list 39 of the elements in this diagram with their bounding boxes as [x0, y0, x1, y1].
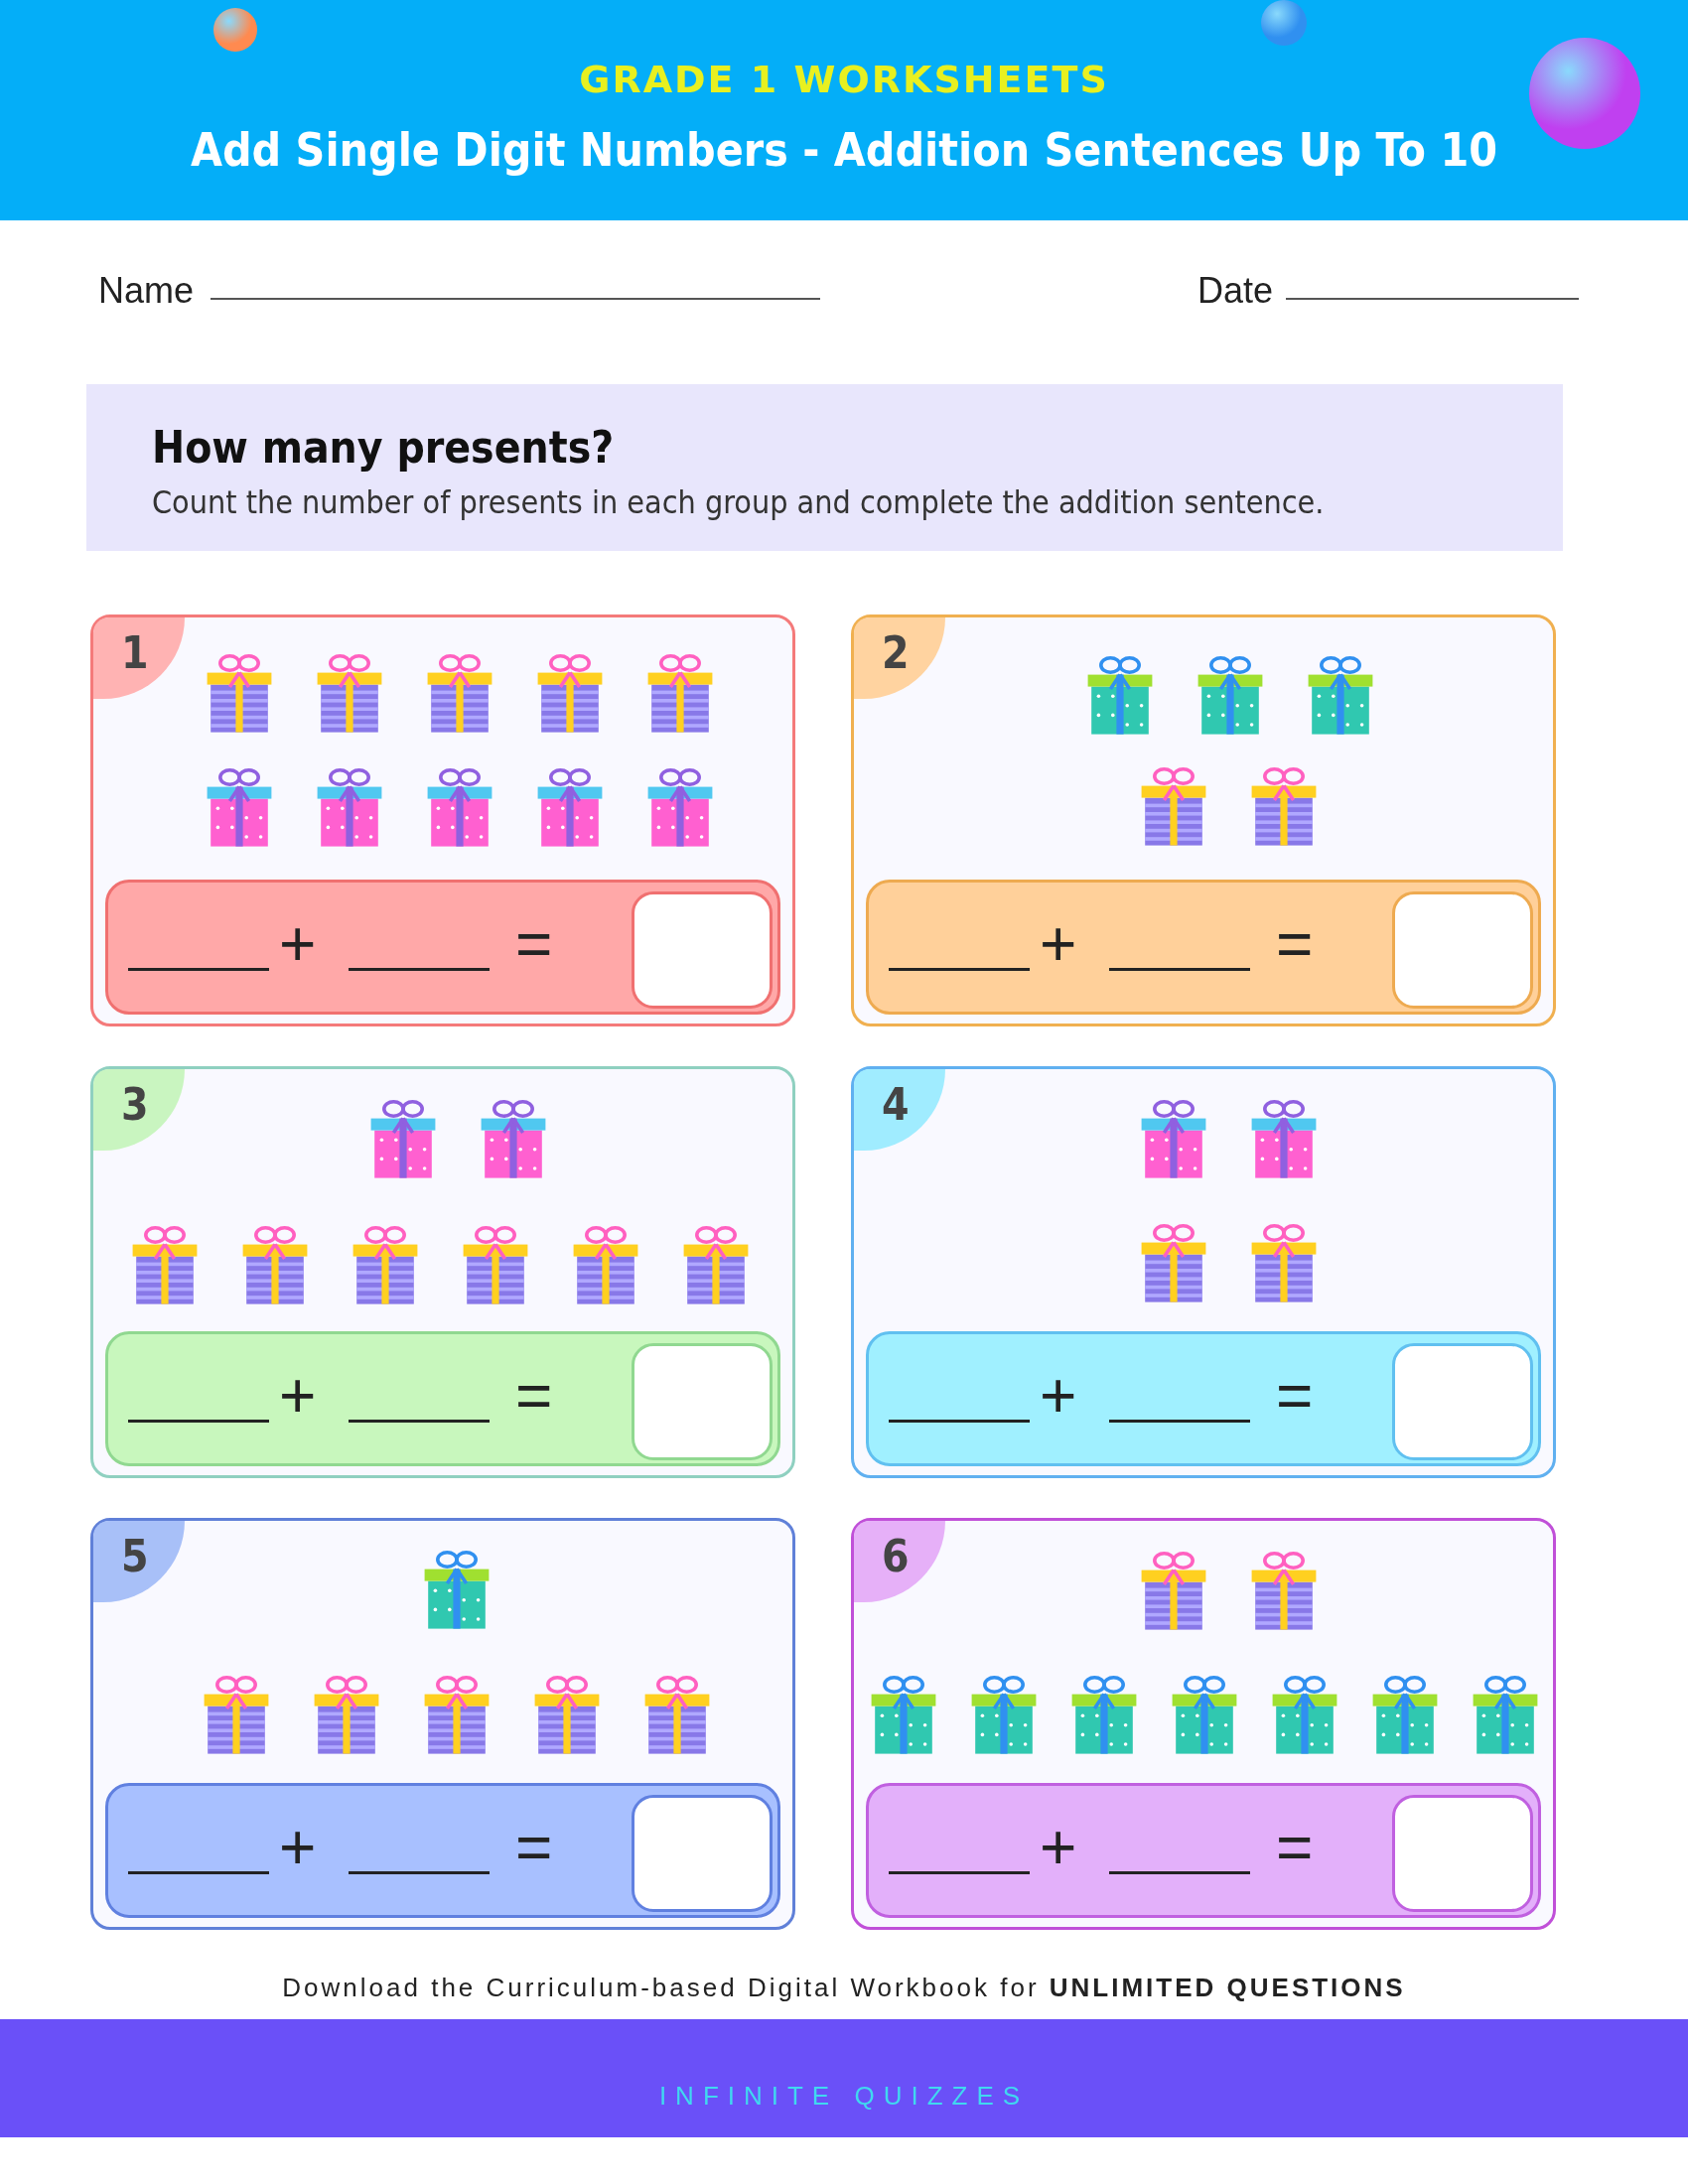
problem-card — [851, 1066, 1556, 1478]
number-tab: 6 — [854, 1521, 945, 1602]
problem-card — [90, 1518, 795, 1930]
plus-sign: + — [1040, 912, 1077, 976]
number-tab: 4 — [854, 1069, 945, 1151]
equals-sign: = — [1276, 1816, 1314, 1879]
date-label: Date — [1197, 270, 1274, 312]
equation-bar — [866, 1783, 1541, 1918]
number-tab: 2 — [854, 617, 945, 699]
equation-bar — [105, 1783, 780, 1918]
problem-card — [90, 614, 795, 1026]
plus-sign: + — [279, 1364, 317, 1428]
footer-note: Download the Curriculum-based Digital Workbook for UNLIMITED QUESTIONS — [281, 1973, 1407, 2003]
plus-sign: + — [279, 1816, 317, 1879]
instruction-text: Count the number of presents in each group and complete the addition sentence. — [152, 483, 1325, 521]
instruction-panel — [86, 384, 1563, 551]
problem-card — [851, 614, 1556, 1026]
number-tab: 3 — [93, 1069, 185, 1151]
problem-card — [851, 1518, 1556, 1930]
plus-sign: + — [279, 912, 317, 976]
plus-sign: + — [1040, 1816, 1077, 1879]
equals-sign: = — [1276, 912, 1314, 976]
worksheet-title: Add Single Digit Numbers - Addition Sentences Up To 10 — [189, 123, 1499, 177]
equals-sign: = — [1276, 1364, 1314, 1428]
equation-bar — [105, 1331, 780, 1466]
number-tab: 5 — [93, 1521, 185, 1602]
problem-card — [90, 1066, 795, 1478]
equals-sign: = — [515, 912, 553, 976]
footer-tagline: INFINITE QUIZZES — [657, 2081, 1031, 2112]
plus-sign: + — [1040, 1364, 1077, 1428]
instruction-heading: How many presents? — [152, 422, 615, 473]
equals-sign: = — [515, 1364, 553, 1428]
equation-bar — [866, 1331, 1541, 1466]
equation-bar — [105, 880, 780, 1015]
equation-bar — [866, 880, 1541, 1015]
number-tab: 1 — [93, 617, 185, 699]
equals-sign: = — [515, 1816, 553, 1879]
worksheet-subtitle: GRADE 1 WORKSHEETS — [578, 58, 1110, 101]
name-label: Name — [98, 270, 195, 312]
